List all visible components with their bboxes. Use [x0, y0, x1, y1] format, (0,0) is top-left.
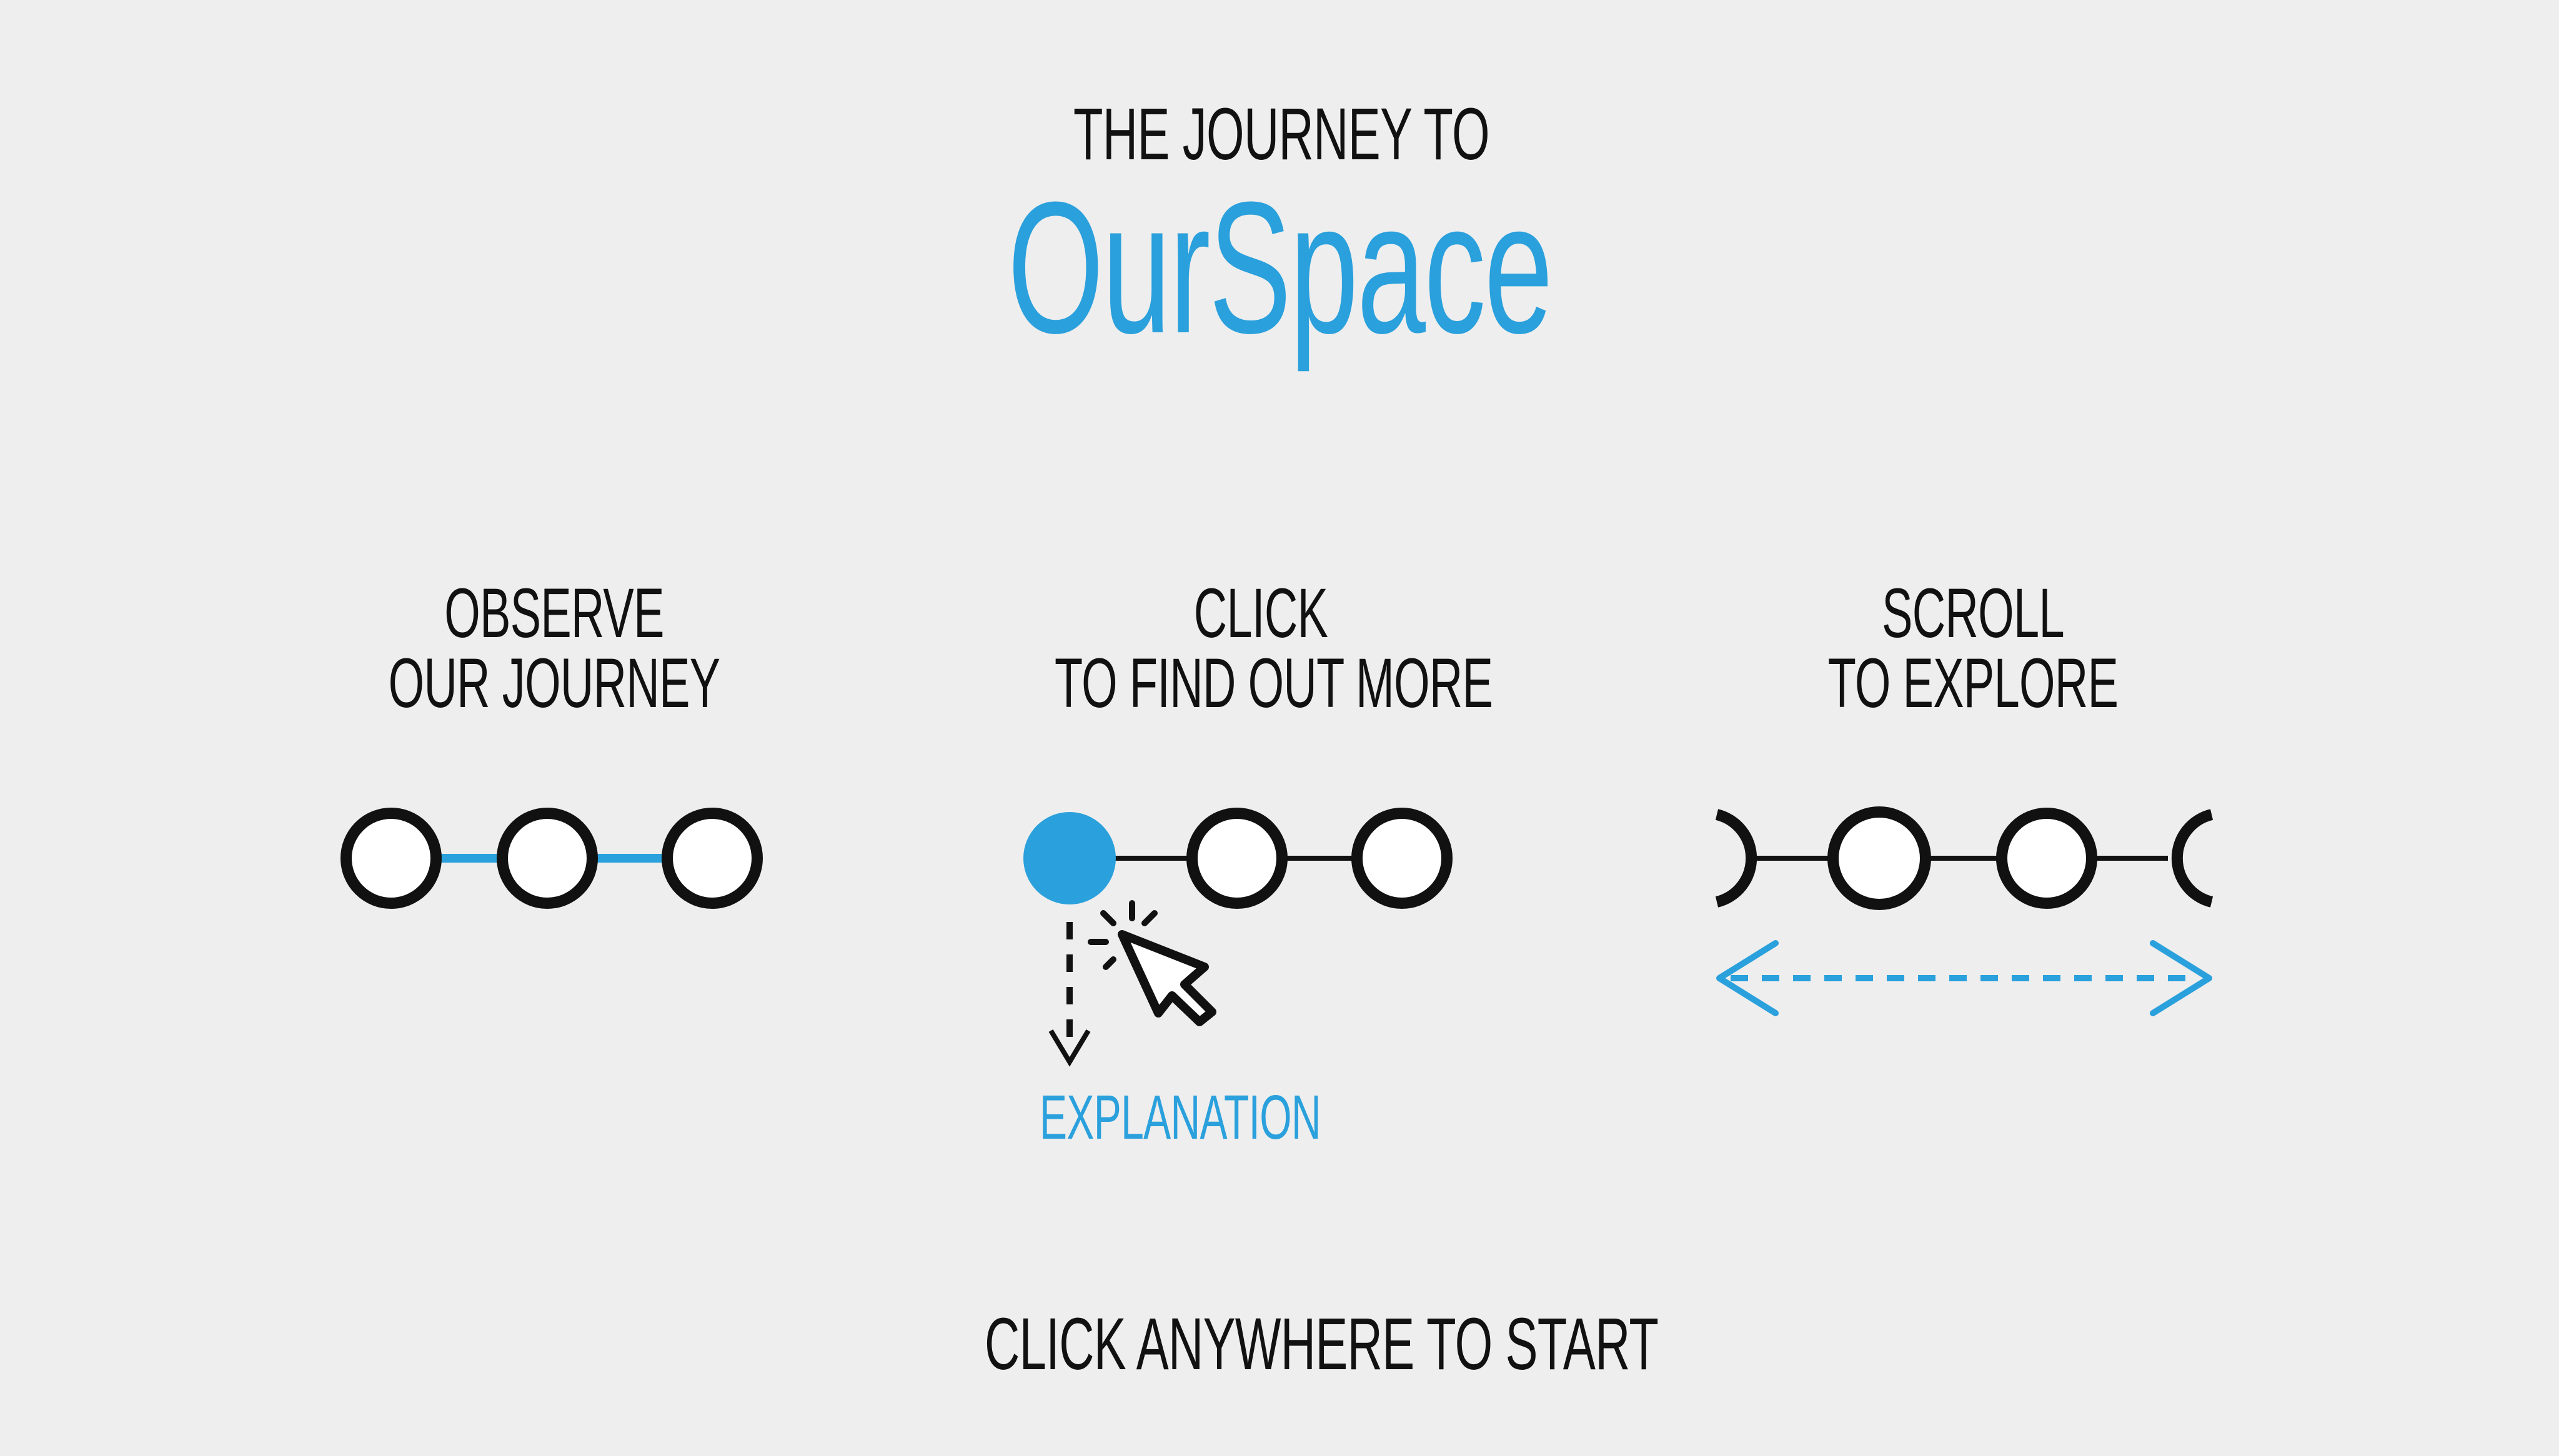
- explanation-label: EXPLANATION: [1040, 1082, 1321, 1152]
- instruction-observe: OBSERVE OUR JOURNEY: [348, 578, 760, 718]
- pointer-cursor-icon: [1088, 900, 1216, 1026]
- instruction-click-line2: TO FIND OUT MORE: [1055, 644, 1493, 722]
- instruction-scroll-line1: SCROLL: [1882, 574, 2064, 652]
- observe-timeline-icon: [340, 808, 763, 909]
- instruction-observe-line2: OUR JOURNEY: [388, 644, 720, 722]
- brand-title: OurSpace: [1007, 162, 1553, 372]
- dashed-down-arrow-icon: [1048, 922, 1091, 1067]
- click-timeline-icon: [1023, 808, 1453, 909]
- instruction-click-line1: CLICK: [1193, 574, 1328, 652]
- instruction-observe-line1: OBSERVE: [444, 574, 664, 652]
- instruction-scroll: SCROLL TO EXPLORE: [1767, 578, 2179, 718]
- scroll-timeline-icon: [1715, 806, 2214, 910]
- journey-kicker: THE JOURNEY TO: [1073, 93, 1490, 176]
- double-arrow-icon: [1716, 940, 2212, 1016]
- filled-node-icon: [1023, 812, 1116, 904]
- instruction-click: CLICK TO FIND OUT MORE: [1055, 574, 1493, 722]
- instruction-scroll-line2: TO EXPLORE: [1827, 644, 2119, 722]
- start-prompt[interactable]: CLICK ANYWHERE TO START: [985, 1303, 1659, 1385]
